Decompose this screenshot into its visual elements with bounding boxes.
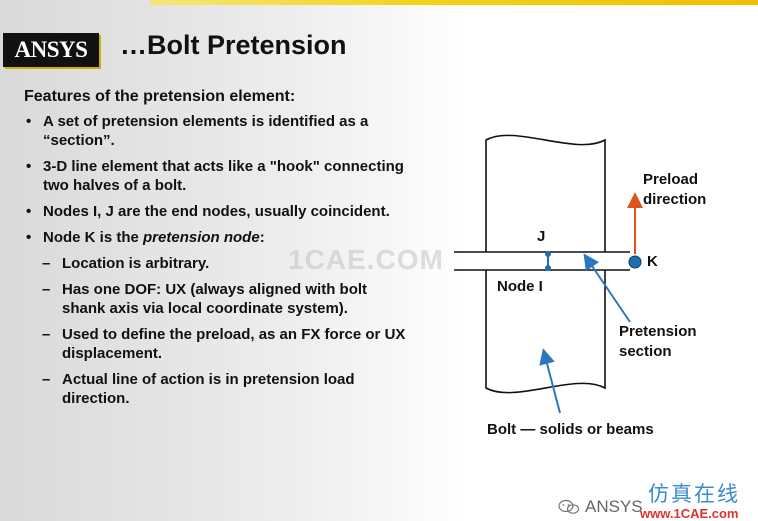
dash-icon: – — [42, 371, 51, 388]
bullet-text: : — [259, 229, 265, 246]
dash-icon: – — [42, 255, 51, 272]
bullet-line: Nodes I, J are the end nodes, usually co… — [43, 203, 390, 220]
sub-bullet-line: Actual line of action is in pretension l… — [62, 371, 355, 388]
label-pretension-section: Pretension section — [619, 322, 697, 362]
sub-bullet-item: – Has one DOF: UX (always aligned with b… — [24, 280, 454, 318]
bullet-line: two halves of a bolt. — [43, 177, 187, 194]
sub-bullet-line: displacement. — [62, 345, 163, 362]
bullet-item: • A set of pretension elements is identi… — [24, 112, 454, 150]
watermark-text: 1CAE.COM — [288, 244, 444, 275]
section-line: section — [619, 343, 672, 360]
bullet-item: • 3-D line element that acts like a "hoo… — [24, 157, 454, 195]
bullet-icon: • — [26, 203, 32, 220]
bolt-upper-half — [485, 134, 606, 252]
sub-bullet-line: shank axis via local coordinate system). — [62, 300, 348, 317]
sub-bullet-line: Location is arbitrary. — [62, 255, 210, 272]
bullet-text: Node K is the — [43, 229, 144, 246]
ansys-logo: ANSYS — [3, 33, 99, 67]
bullet-icon: • — [26, 229, 32, 246]
label-preload-direction: Preload direction — [643, 170, 706, 210]
node-i-marker — [545, 265, 551, 271]
bullet-line: A set of pretension elements is identifi… — [43, 113, 369, 130]
dash-icon: – — [42, 326, 51, 343]
label-node-i: Node I — [497, 278, 543, 295]
slide-content: Features of the pretension element: • A … — [24, 88, 454, 415]
bullet-item: • Node K is the pretension node: — [24, 228, 454, 247]
bullet-icon: • — [26, 158, 32, 175]
sub-bullet-line: Used to define the preload, as an FX for… — [62, 326, 406, 343]
sub-bullet-item: – Actual line of action is in pretension… — [24, 370, 454, 408]
site-url: www.1CAE.com — [640, 506, 739, 521]
bullet-item: • Nodes I, J are the end nodes, usually … — [24, 202, 454, 221]
bolt-pointer-arrow — [539, 348, 561, 414]
section-line: Pretension — [619, 323, 697, 340]
bolt-caption: Bolt — solids or beams — [487, 421, 654, 438]
node-k-marker — [628, 255, 642, 269]
cn-site-title: 仿真在线 — [648, 483, 740, 506]
label-k: K — [647, 253, 658, 270]
node-j-marker — [545, 251, 551, 257]
dash-icon: – — [42, 281, 51, 298]
preload-line: direction — [643, 191, 707, 208]
sub-bullet-line: Has one DOF: UX (always aligned with bol… — [62, 281, 368, 298]
bullet-line: Node K is the pretension node: — [43, 228, 454, 247]
brand-text: ANSYS — [585, 497, 643, 516]
sub-bullet-line: direction. — [62, 390, 130, 407]
features-heading: Features of the pretension element: — [24, 88, 296, 105]
slide-title: …Bolt Pretension — [120, 30, 347, 60]
bullet-icon: • — [26, 113, 32, 130]
wechat-brand: ANSYS — [558, 497, 643, 517]
sub-bullet-item: – Location is arbitrary. — [24, 254, 454, 273]
bolt-lower-half — [485, 270, 606, 394]
bullet-line: 3-D line element that acts like a "hook"… — [43, 158, 404, 175]
section-pointer-arrow — [583, 253, 631, 323]
bullet-emphasis: pretension node — [143, 229, 260, 246]
sub-bullet-item: – Used to define the preload, as an FX f… — [24, 325, 454, 363]
wechat-icon — [558, 499, 580, 514]
label-j: J — [537, 228, 546, 245]
preload-line: Preload — [643, 171, 699, 188]
bullet-line: “section”. — [43, 132, 115, 149]
top-accent-bar — [150, 0, 758, 5]
